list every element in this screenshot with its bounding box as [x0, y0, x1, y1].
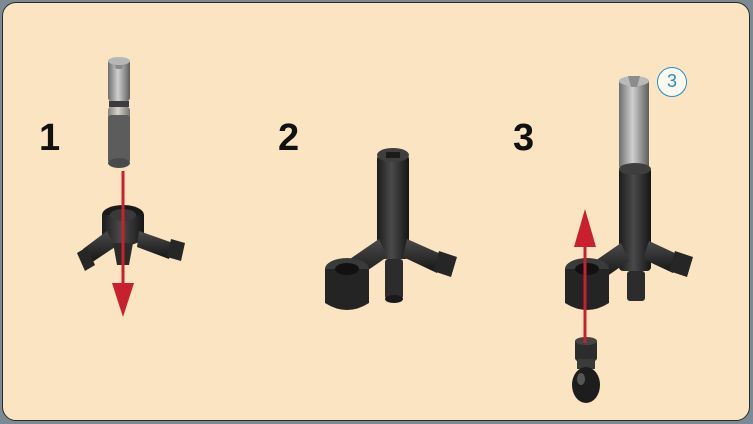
- step-number-2: 2: [278, 119, 299, 157]
- three-way-connector-part: [77, 205, 185, 271]
- step-3-illustration: [565, 76, 693, 403]
- instruction-illustrations: [3, 3, 751, 422]
- step-number-1: 1: [39, 119, 60, 157]
- small-pin-part: [572, 337, 600, 403]
- axle-pin-part: [108, 57, 130, 168]
- step-2-illustration: [325, 148, 457, 310]
- step-1-illustration: [77, 57, 185, 317]
- step-number-3: 3: [513, 119, 534, 157]
- part-quantity-badge: 3: [657, 67, 687, 97]
